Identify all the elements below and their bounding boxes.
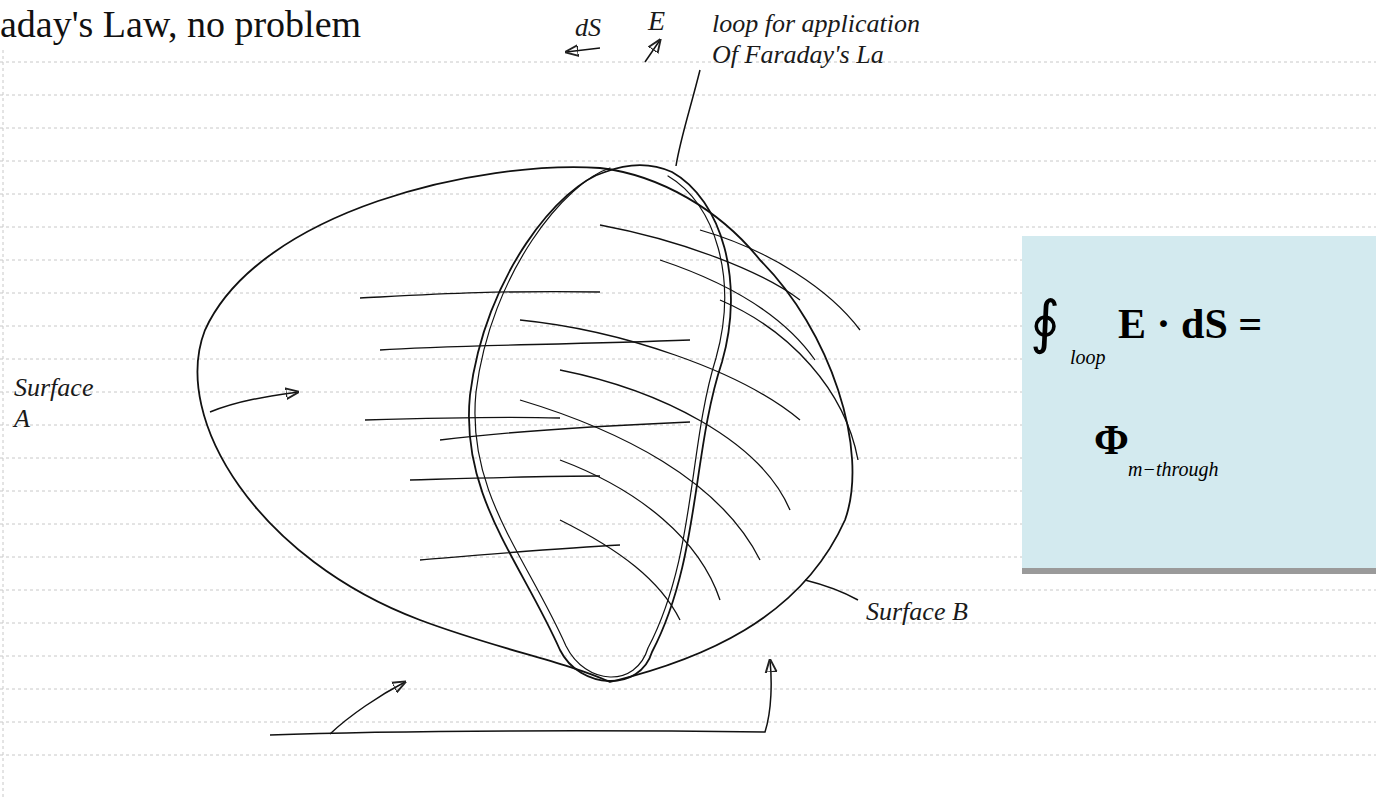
loop-annotation: loop for application Of Faraday's La [712,8,947,70]
field-lines [360,225,860,620]
equation-box: ∮ loop E · dS = Φm−through [1022,236,1376,568]
vector-label: E [648,4,665,38]
subscript: m−through [1128,458,1219,481]
flux-symbol: Φ [1094,416,1129,464]
slide-title: aday's Law, no problem [0,2,361,46]
surface-label: Surface B [866,596,968,627]
surface-label: Surface A [14,372,104,434]
notebook-lines [0,50,1376,798]
faraday-loop [469,165,731,681]
leader-arrows [210,40,858,735]
contour-integral-sign: ∮ [1030,288,1060,356]
box-shadow [1022,568,1376,574]
vector-label: dS [575,12,601,43]
equation: E · dS = [1118,300,1262,348]
subscript: loop [1070,346,1106,369]
